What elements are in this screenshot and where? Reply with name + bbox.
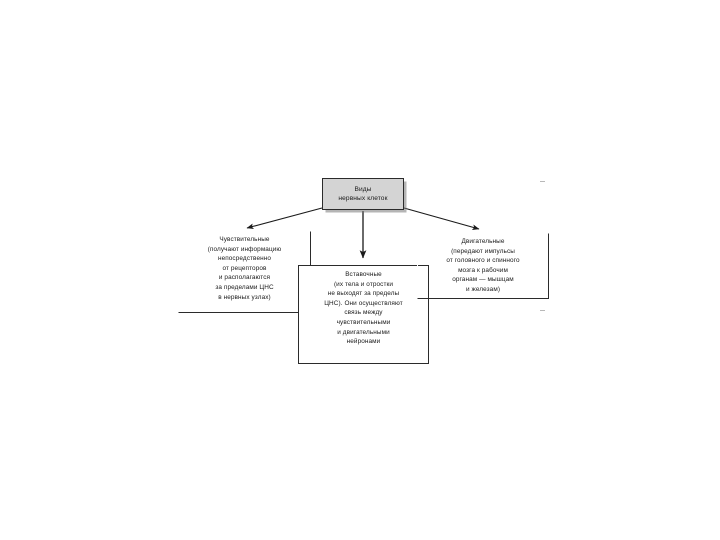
node-chuvstvitelnye[interactable]: Чувствительные (получают информацию непо…	[178, 231, 311, 313]
slide-edge-tick-bottom	[540, 310, 545, 311]
node-vstavochnye[interactable]: Вставочные (их тела и отростки не выходя…	[298, 265, 429, 364]
node-vidy-nervnyh-kletok[interactable]: Виды нервных клеток	[322, 178, 404, 210]
node-root-label: Виды нервных клеток	[338, 185, 388, 203]
node-dvigatelnye[interactable]: Двигательные (передают импульсы от голов…	[417, 233, 549, 299]
slide-edge-tick-top	[540, 181, 545, 182]
connector-root-to-motor	[403, 207, 480, 230]
connector-root-to-sensory	[246, 207, 323, 230]
node-sensory-label: Чувствительные (получают информацию непо…	[207, 236, 282, 301]
node-interneuron-label: Вставочные (их тела и отростки не выходя…	[324, 271, 403, 346]
node-motor-label: Двигательные (передают импульсы от голов…	[446, 238, 520, 293]
